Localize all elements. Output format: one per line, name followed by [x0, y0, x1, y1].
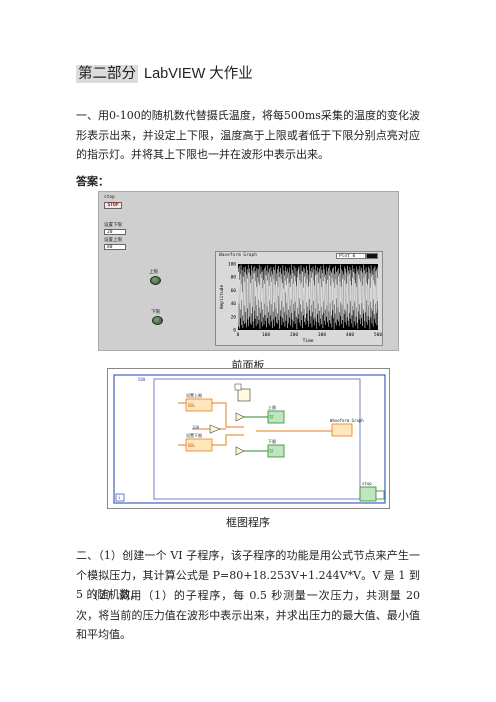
- bd-upper-led-label: 上限: [268, 405, 276, 410]
- upper-limit-terminal: [185, 398, 213, 412]
- block-diagram-svg: [113, 374, 386, 504]
- question-2-part1: 二、（1）创建一个 VI 子程序，该子程序的功能是用公式节点来产生一个模拟压力，…: [76, 549, 420, 601]
- x-tick-label: 0: [237, 332, 240, 338]
- y-tick-label: 20: [231, 314, 237, 320]
- block-diagram: 500 设置上限 DBL 设置下限 DBL 100 上限 TF 下限 TF Wa…: [107, 368, 390, 509]
- iteration-terminal: [115, 493, 125, 502]
- lower-limit-led: [152, 316, 163, 325]
- compare-greater: [235, 412, 245, 422]
- plot-legend-label: Plot 0: [339, 254, 356, 259]
- lower-limit-terminal: [185, 438, 213, 452]
- upper-led-terminal: [267, 410, 285, 424]
- const-100: 100: [192, 425, 200, 430]
- bd-lower-dbl: DBL: [188, 443, 196, 448]
- bd-lower-tf: TF: [269, 449, 274, 454]
- lower-led-terminal: [267, 444, 285, 458]
- bd-upper-dbl: DBL: [188, 403, 196, 408]
- y-tick-label: 0: [233, 328, 236, 334]
- x-tick-label: 300: [318, 332, 326, 338]
- question-1-text: 一、用0-100的随机数代替摄氏温度，将每500ms采集的温度的变化波形表示出来…: [76, 109, 420, 161]
- section-part: 第二部分: [76, 65, 138, 83]
- x-tick-label: 400: [346, 332, 354, 338]
- random-number-icon: [237, 388, 251, 402]
- lower-limit-label: 设置下限: [104, 223, 122, 228]
- inner-frame: [153, 378, 361, 500]
- bd-upper-tf: TF: [269, 415, 274, 420]
- graph-title: Waveform Graph: [219, 253, 257, 258]
- multiply: [209, 424, 221, 434]
- x-tick-label: 200: [290, 332, 298, 338]
- bd-upper-limit-label: 设置上限: [186, 393, 202, 398]
- x-axis-label: Time: [303, 338, 314, 344]
- waveform-graph: Waveform Graph Plot 0 0 20 40 60 80 100 0 100 20…: [215, 251, 383, 346]
- upper-led-label: 上限: [149, 270, 158, 275]
- while-loop-frame: [113, 374, 386, 504]
- loop-condition: [375, 490, 385, 500]
- x-tick-label: 100: [262, 332, 270, 338]
- compare-less: [235, 446, 245, 456]
- y-tick-label: 80: [231, 275, 237, 281]
- upper-limit-input[interactable]: 80: [104, 244, 126, 250]
- section-name: LabVIEW 大作业: [144, 66, 253, 82]
- front-panel: stop STOP 设置下限 20 设置上限 80 上限 下限 Waveform…: [98, 191, 399, 351]
- lower-led-label: 下限: [151, 310, 160, 315]
- block-diagram-caption: 框图程序: [226, 516, 270, 529]
- bd-graph-label: Waveform Graph: [330, 418, 364, 423]
- y-axis-label: Amplitude: [219, 285, 225, 310]
- question-2-part2: （2）调用（1）的子程序，每 0.5 秒测量一次压力，共测量 20 次，将当前的…: [76, 589, 420, 641]
- bd-stop-label: stop: [362, 481, 372, 486]
- graph-terminal: [331, 423, 353, 437]
- bd-lower-led-label: 下限: [268, 439, 276, 444]
- bd-lower-limit-label: 设置下限: [186, 433, 202, 438]
- y-tick-label: 60: [231, 288, 237, 294]
- y-tick-label: 40: [231, 301, 237, 307]
- upper-limit-led: [150, 276, 161, 285]
- x-tick-label: 500: [374, 332, 382, 338]
- stop-button[interactable]: STOP: [104, 202, 122, 209]
- plot-legend-swatch: [366, 253, 378, 259]
- wait-const: 500: [138, 377, 146, 382]
- bd-iter-label: i: [118, 495, 121, 500]
- answer-label: 答案：: [76, 175, 109, 188]
- stop-terminal: [359, 486, 377, 502]
- series-line-plot-0: [237, 264, 379, 330]
- upper-limit-label: 设置上限: [104, 238, 122, 243]
- lower-limit-input[interactable]: 20: [104, 229, 126, 235]
- section-title: 第二部分 LabVIEW 大作业: [76, 62, 253, 86]
- y-tick-label: 100: [228, 262, 236, 268]
- plot-legend: Plot 0: [336, 253, 366, 259]
- stop-label: stop: [104, 195, 115, 200]
